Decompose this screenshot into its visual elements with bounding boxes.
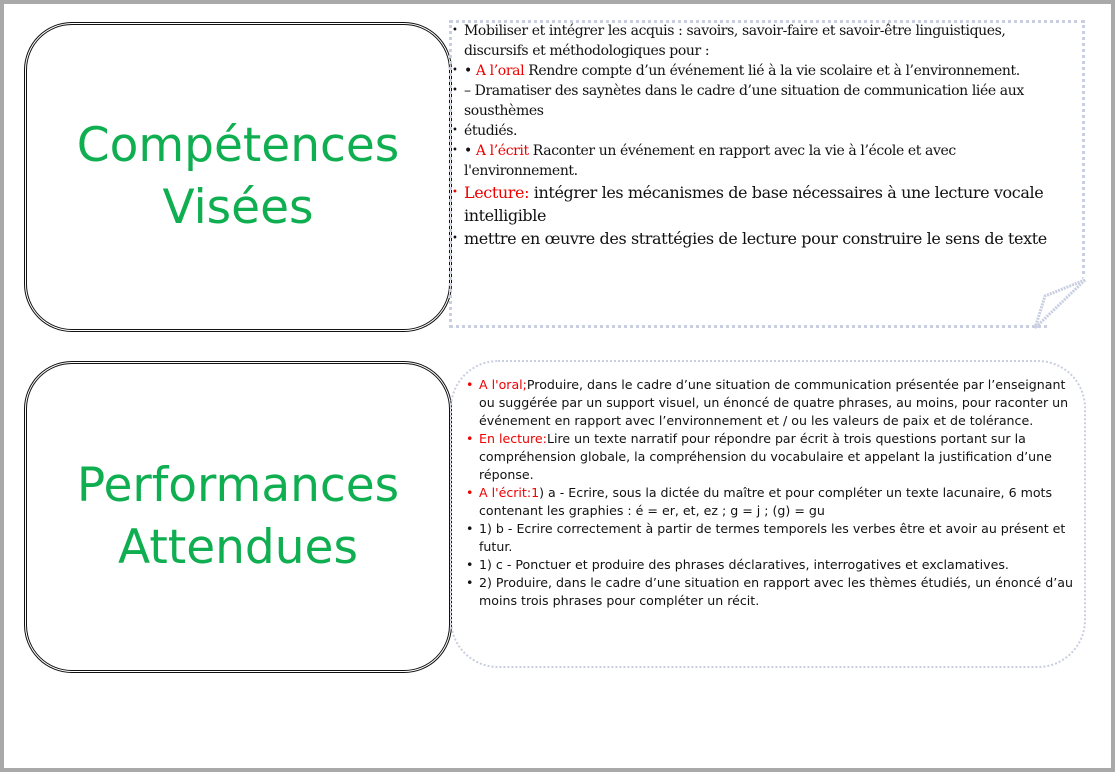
list-item: En lecture:Lire un texte narratif pour r… xyxy=(465,430,1075,484)
list-item: • A l’oral Rendre compte d’un événement … xyxy=(452,61,1072,81)
performances-box xyxy=(450,360,1086,668)
item-text: Produire, dans le cadre d’une situation … xyxy=(479,377,1069,428)
item-text: étudiés. xyxy=(464,123,518,139)
item-prefix: • xyxy=(464,63,476,79)
item-text: mettre en œuvre des strattégies de lectu… xyxy=(464,229,1047,248)
list-item: A l'oral;Produire, dans le cadre d’une s… xyxy=(465,376,1075,430)
item-text: Lire un texte narratif pour répondre par… xyxy=(479,431,1052,482)
title-line: Performances xyxy=(76,458,400,513)
item-label: A l'écrit:1 xyxy=(479,485,540,500)
list-item: 2) Produire, dans le cadre d’une situati… xyxy=(465,574,1075,610)
item-text: ) a - Ecrire, sous la dictée du maître e… xyxy=(479,485,1053,518)
item-label: Lecture: xyxy=(464,183,530,202)
title-line: Attendues xyxy=(118,520,358,575)
item-text: Mobiliser et intégrer les acquis : savoi… xyxy=(464,23,1006,59)
item-prefix: • xyxy=(464,143,476,159)
item-label: A l’oral xyxy=(475,63,525,79)
item-label: En lecture: xyxy=(479,431,547,446)
item-label: A l'oral; xyxy=(479,377,527,392)
page-curl-icon xyxy=(1033,278,1087,330)
list-item: • A l’écrit Raconter un événement en rap… xyxy=(452,141,1072,181)
item-text: intégrer les mécanismes de base nécessai… xyxy=(464,183,1044,225)
item-text: 2) Produire, dans le cadre d’une situati… xyxy=(479,575,1073,608)
list-item: Mobiliser et intégrer les acquis : savoi… xyxy=(452,21,1072,61)
list-item: A l'écrit:1) a - Ecrire, sous la dictée … xyxy=(465,484,1075,520)
list-item: mettre en œuvre des strattégies de lectu… xyxy=(452,227,1072,250)
item-label: A l’écrit xyxy=(475,143,529,159)
list-item: 1) b - Ecrire correctement à partir de t… xyxy=(465,520,1075,556)
list-item: Lecture: intégrer les mécanismes de base… xyxy=(452,181,1072,227)
performances-list: A l'oral;Produire, dans le cadre d’une s… xyxy=(465,376,1075,610)
item-text: 1) b - Ecrire correctement à partir de t… xyxy=(479,521,1066,554)
item-text: – Dramatiser des saynètes dans le cadre … xyxy=(464,83,1024,119)
item-text: Rendre compte d’un événement lié à la vi… xyxy=(524,63,1020,79)
item-text: 1) c - Ponctuer et produire des phrases … xyxy=(479,557,1009,572)
list-item: – Dramatiser des saynètes dans le cadre … xyxy=(452,81,1072,121)
list-item: 1) c - Ponctuer et produire des phrases … xyxy=(465,556,1075,574)
list-item: étudiés. xyxy=(452,121,1072,141)
title-line: Visées xyxy=(162,180,314,235)
competences-list: Mobiliser et intégrer les acquis : savoi… xyxy=(452,21,1072,250)
item-text: Raconter un événement en rapport avec la… xyxy=(464,143,956,179)
title-line: Compétences xyxy=(76,118,400,173)
